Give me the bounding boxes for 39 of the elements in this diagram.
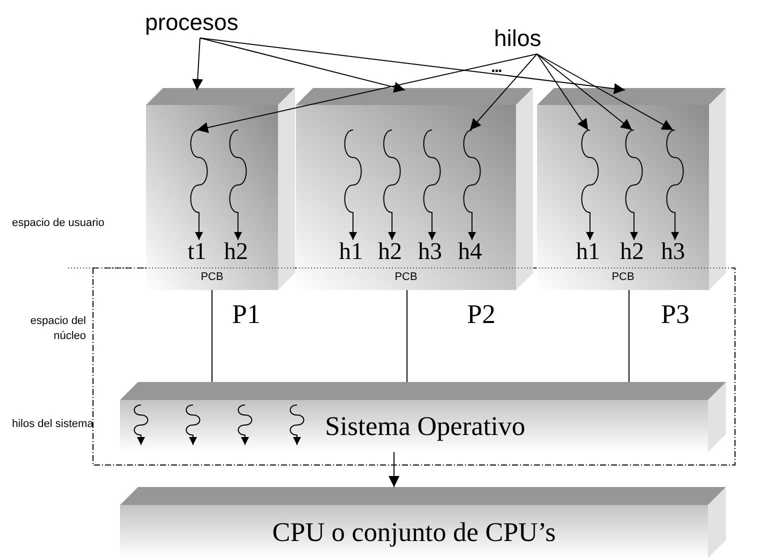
thread-label: h4	[457, 238, 483, 266]
arrow	[536, 54, 632, 130]
thread-label: h2	[377, 238, 403, 266]
process-name: P2	[467, 298, 496, 330]
process-block	[296, 88, 533, 290]
process-block	[146, 88, 295, 290]
thread-label: h2	[223, 238, 249, 266]
region-label: espacio del núcleo	[29, 314, 86, 344]
thread-label: h1	[338, 238, 364, 266]
pcb-label: PCB	[610, 270, 636, 284]
thread-label: h3	[417, 238, 443, 266]
arrow	[536, 54, 588, 130]
process-name: P1	[232, 298, 261, 330]
thread-label: h3	[660, 238, 686, 266]
thread-label: t1	[186, 238, 208, 266]
layer-title: Sistema Operativo	[325, 410, 526, 442]
connector-line	[406, 290, 408, 382]
pcb-label: PCB	[394, 270, 418, 284]
os-layer-block	[120, 382, 726, 452]
callout-text: procesos	[145, 6, 253, 38]
arrow	[196, 54, 538, 133]
region-label: espacio de usuario	[12, 216, 104, 231]
cpu-layer-block	[120, 487, 726, 558]
arrow	[536, 54, 674, 130]
thread-label: h2	[619, 238, 645, 266]
layer-title: CPU o conjunto de CPU’s	[271, 516, 557, 548]
callout-text: hilos	[494, 22, 554, 54]
arrow	[200, 38, 406, 93]
thread-label: h1	[575, 238, 601, 266]
pcb-label: PCB	[200, 270, 224, 284]
connector-line	[628, 290, 630, 382]
process-name: P3	[661, 298, 690, 330]
region-label: hilos del sistema	[12, 417, 94, 432]
process-block	[537, 88, 726, 290]
ellipsis-mark: ...	[491, 60, 502, 75]
arrow	[388, 452, 400, 488]
arrow	[192, 38, 204, 90]
arrow	[200, 38, 626, 94]
arrow	[470, 54, 538, 130]
